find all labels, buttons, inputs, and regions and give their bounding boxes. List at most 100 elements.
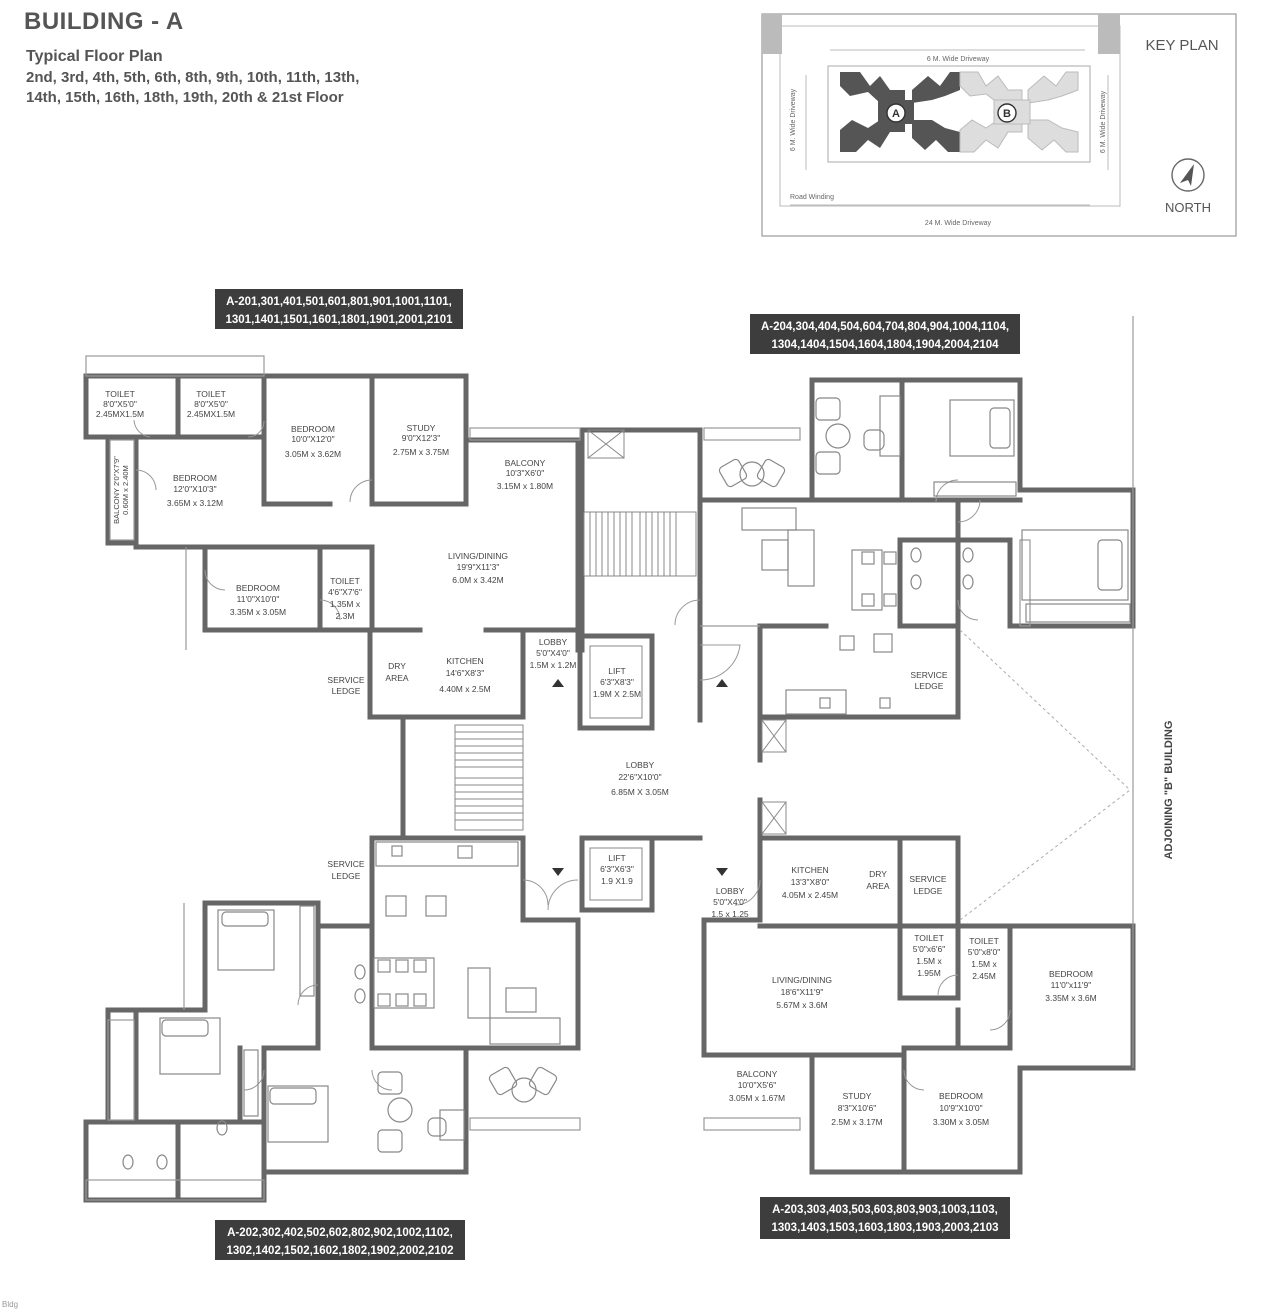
room-balcony-vertical-name: BALCONY 2'0"X7'9" bbox=[112, 456, 121, 524]
room-balcony-2-name: BALCONY bbox=[737, 1069, 778, 1079]
unit-tag-a203-line-2: 1303,1403,1503,1603,1803,1903,2003,2103 bbox=[771, 1222, 998, 1234]
room-living-2-name: LIVING/DINING bbox=[772, 975, 832, 985]
room-dry-area-2-l2: AREA bbox=[866, 881, 889, 891]
room-study-2-name: STUDY bbox=[843, 1091, 872, 1101]
room-study-1-ft: 9'0"X12'3" bbox=[402, 433, 441, 443]
room-lift-1-m: 1.9M X 2.5M bbox=[593, 689, 641, 699]
room-lobby-1-m: 1.5M x 1.2M bbox=[530, 660, 577, 670]
room-bedroom-3-m: 3.35M x 3.05M bbox=[230, 607, 286, 617]
unit-tag-a202-line-1: A-202,302,402,502,602,802,902,1002,1102, bbox=[227, 1227, 453, 1239]
room-toilet-1-ft: 8'0"X5'0" bbox=[103, 399, 137, 409]
room-service-ledge-2-l2: LEDGE bbox=[915, 681, 944, 691]
room-toilet-2-m: 2.45MX1.5M bbox=[187, 409, 235, 419]
room-toilet-5-m2: 2.45M bbox=[972, 971, 996, 981]
room-bedroom-5-ft: 10'9"X10'0" bbox=[939, 1103, 982, 1113]
room-lobby-center-m: 6.85M X 3.05M bbox=[611, 787, 669, 797]
room-balcony-1-name: BALCONY bbox=[505, 458, 546, 468]
room-living-2-ft: 18'6"X11'9" bbox=[781, 987, 824, 997]
room-kitchen-1-name: KITCHEN bbox=[446, 656, 483, 666]
room-lobby-2-name: LOBBY bbox=[716, 886, 745, 896]
room-kitchen-2-name: KITCHEN bbox=[791, 865, 828, 875]
staircase-top bbox=[583, 429, 697, 577]
room-toilet-3-m1: 1.35M x bbox=[330, 599, 361, 609]
furniture bbox=[122, 395, 1131, 1170]
key-plan-title: KEY PLAN bbox=[1145, 37, 1218, 54]
room-lift-1-ft: 6'3"X8'3" bbox=[600, 677, 634, 687]
key-right-driveway: 6 M. Wide Driveway bbox=[1100, 90, 1107, 153]
room-toilet-4-m1: 1.5M x bbox=[916, 956, 942, 966]
key-bottom-driveway: 24 M. Wide Driveway bbox=[925, 220, 992, 227]
room-toilet-2-ft: 8'0"X5'0" bbox=[194, 399, 228, 409]
room-service-ledge-1-l2: LEDGE bbox=[332, 686, 361, 696]
room-toilet-4-name: TOILET bbox=[914, 933, 944, 943]
staircase-bottom bbox=[454, 719, 787, 835]
room-balcony-vertical-m: 0.60M x 2.40M bbox=[121, 465, 130, 515]
key-road-label: Road Winding bbox=[790, 194, 834, 201]
key-building-a bbox=[840, 72, 960, 152]
unit-tag-a201-line-1: A-201,301,401,501,601,801,901,1001,1101, bbox=[226, 296, 452, 308]
room-living-2-m: 5.67M x 3.6M bbox=[776, 1000, 828, 1010]
room-bedroom-2-m: 3.65M x 3.12M bbox=[167, 498, 223, 508]
room-balcony-2-m: 3.05M x 1.67M bbox=[729, 1093, 785, 1103]
room-service-ledge-2-l1: SERVICE bbox=[910, 670, 947, 680]
floor-list-line-1: 2nd, 3rd, 4th, 5th, 6th, 8th, 9th, 10th,… bbox=[26, 69, 360, 86]
room-service-ledge-4-l1: SERVICE bbox=[909, 874, 946, 884]
room-study-2-m: 2.5M x 3.17M bbox=[831, 1117, 883, 1127]
room-bedroom-2-name: BEDROOM bbox=[173, 473, 217, 483]
room-lift-1-name: LIFT bbox=[608, 666, 625, 676]
adjoining-building-label: ADJOINING "B" BUILDING bbox=[1163, 721, 1175, 860]
entry-arrow-icon bbox=[552, 679, 564, 687]
unit-tag-a204: A-204,304,404,504,604,704,804,904,1004,1… bbox=[750, 314, 1020, 354]
unit-tag-a201: A-201,301,401,501,601,801,901,1001,1101,… bbox=[215, 289, 463, 329]
room-living-1-m: 6.0M x 3.42M bbox=[452, 575, 504, 585]
room-lobby-1-name: LOBBY bbox=[539, 637, 568, 647]
north-label: NORTH bbox=[1165, 200, 1211, 215]
room-service-ledge-3-l2: LEDGE bbox=[332, 871, 361, 881]
room-bedroom-5-name: BEDROOM bbox=[939, 1091, 983, 1101]
room-bedroom-3-ft: 11'0"X10'0" bbox=[237, 594, 280, 604]
room-lobby-center-ft: 22'6"X10'0" bbox=[618, 772, 661, 782]
unit-tag-a202-line-2: 1302,1402,1502,1602,1802,1902,2002,2102 bbox=[226, 1245, 453, 1257]
room-service-ledge-4-l2: LEDGE bbox=[914, 886, 943, 896]
room-toilet-4-m2: 1.95M bbox=[917, 968, 941, 978]
room-balcony-2-ft: 10'0"X5'6" bbox=[738, 1080, 777, 1090]
room-lobby-center-name: LOBBY bbox=[626, 760, 655, 770]
room-lift-2-ft: 6'3"X6'3" bbox=[600, 864, 634, 874]
room-dry-area-1-l1: DRY bbox=[388, 661, 406, 671]
plan-walls bbox=[83, 373, 1136, 1203]
room-lift-2-name: LIFT bbox=[608, 853, 625, 863]
plan-windows bbox=[85, 316, 1134, 1201]
unit-tag-a203-line-1: A-203,303,403,503,603,803,903,1003,1103, bbox=[772, 1204, 998, 1216]
lift-2-car bbox=[589, 847, 643, 901]
room-bedroom-1-name: BEDROOM bbox=[291, 424, 335, 434]
room-toilet-1-name: TOILET bbox=[105, 389, 135, 399]
room-toilet-5-ft: 5'0"x8'0" bbox=[968, 947, 1000, 957]
room-lobby-2-ft: 5'0"X4'0" bbox=[713, 897, 747, 907]
key-label-b: B bbox=[1003, 108, 1011, 120]
room-bedroom-4-name: BEDROOM bbox=[1049, 969, 1093, 979]
room-lobby-1-ft: 5'0"X4'0" bbox=[536, 648, 570, 658]
room-dry-area-1-l2: AREA bbox=[385, 673, 408, 683]
room-lift-2-m: 1.9 X1.9 bbox=[601, 876, 633, 886]
floor-list-line-2: 14th, 15th, 16th, 18th, 19th, 20th & 21s… bbox=[26, 89, 344, 106]
room-toilet-3-ft: 4'6"X7'6" bbox=[328, 587, 362, 597]
room-toilet-2-name: TOILET bbox=[196, 389, 226, 399]
room-study-2-ft: 8'3"X10'6" bbox=[838, 1103, 877, 1113]
room-kitchen-2-ft: 13'3"X8'0" bbox=[791, 877, 830, 887]
lift-1-car bbox=[589, 645, 643, 719]
door-swings bbox=[133, 419, 1011, 1091]
key-plan: 6 M. Wide Driveway 6 M. Wide Driveway 6 … bbox=[761, 13, 1237, 237]
entry-arrow-icon bbox=[716, 679, 728, 687]
plan-subtitle: Typical Floor Plan bbox=[26, 48, 163, 65]
unit-tag-a203: A-203,303,403,503,603,803,903,1003,1103,… bbox=[760, 1197, 1010, 1239]
room-kitchen-1-ft: 14'6"X8'3" bbox=[446, 668, 485, 678]
floor-list: 2nd, 3rd, 4th, 5th, 6th, 8th, 9th, 10th,… bbox=[26, 68, 446, 108]
room-toilet-4-ft: 5'0"x6'6" bbox=[913, 944, 945, 954]
key-top-driveway: 6 M. Wide Driveway bbox=[927, 56, 990, 63]
key-label-a: A bbox=[892, 108, 900, 120]
room-service-ledge-1-l1: SERVICE bbox=[327, 675, 364, 685]
room-bedroom-4-ft: 11'0"x11'9" bbox=[1051, 980, 1092, 990]
room-living-1-name: LIVING/DINING bbox=[448, 551, 508, 561]
room-bedroom-5-m: 3.30M x 3.05M bbox=[933, 1117, 989, 1127]
